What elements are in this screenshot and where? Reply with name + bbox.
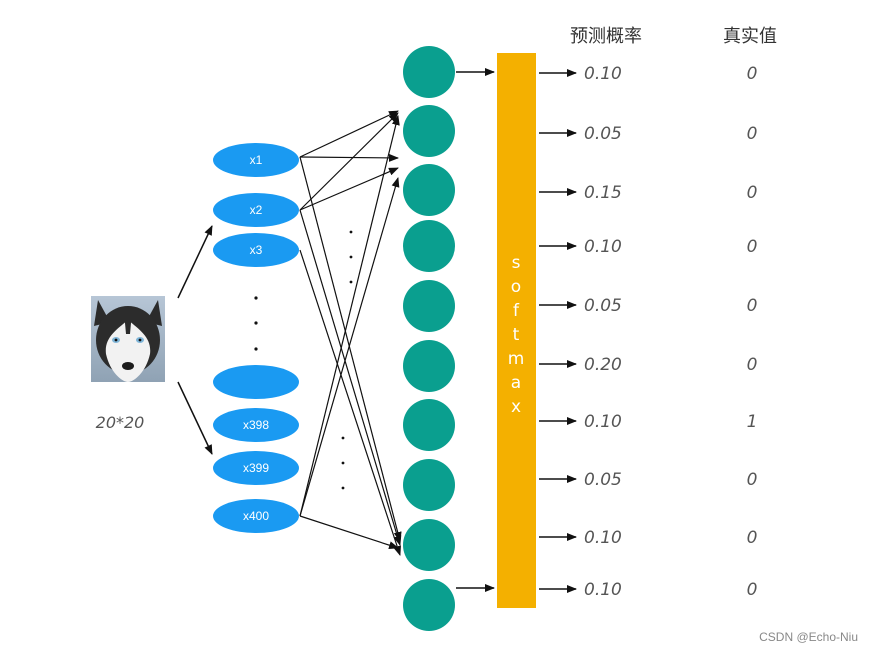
actual-value: 0 (747, 528, 758, 548)
input-node: x2 (213, 193, 299, 227)
input-layer: x1 x2 x3 x398 x399 x400 (213, 143, 299, 533)
input-node (213, 365, 299, 399)
actual-value: 0 (747, 355, 758, 375)
actual-value: 0 (747, 580, 758, 600)
actual-value: 0 (747, 64, 758, 84)
watermark: CSDN @Echo-Niu (759, 630, 858, 644)
output-rows: 0.10 0 0.05 0 0.15 0 0.10 0 0.05 0 0.20 0 0.10 1 0.05 0… (539, 64, 757, 600)
edge (299, 153, 399, 162)
actual-value: 0 (747, 124, 758, 144)
hidden-layer (403, 46, 455, 631)
softmax-letter: o (511, 277, 521, 297)
softmax-letter: t (513, 325, 520, 345)
softmax-letter: s (512, 253, 521, 273)
edge (299, 249, 401, 556)
input-size-caption: 20*20 (96, 413, 145, 432)
input-ellipsis-dots (254, 296, 258, 351)
input-node-label: x400 (243, 509, 269, 523)
edge (299, 112, 399, 211)
predicted-probability-header: 预测概率 (570, 26, 642, 47)
predicted-probability: 0.05 (584, 124, 622, 144)
predicted-probability: 0.10 (584, 528, 622, 548)
softmax-letter: m (508, 349, 525, 369)
husky-dog-photo-icon (91, 296, 165, 382)
input-node-label: x399 (243, 461, 269, 475)
predicted-probability: 0.10 (584, 237, 622, 257)
input-node: x399 (213, 451, 299, 485)
hidden-node (403, 164, 455, 216)
input-node-label: x398 (243, 418, 269, 432)
edge (299, 110, 399, 158)
edge (299, 115, 400, 517)
hidden-node (403, 459, 455, 511)
actual-value-header: 真实值 (723, 26, 777, 47)
connection-ellipsis-dots (341, 230, 353, 490)
predicted-probability: 0.10 (584, 412, 622, 432)
hidden-node (403, 340, 455, 392)
image-to-input-arrows (177, 225, 213, 455)
actual-value: 0 (747, 470, 758, 490)
predicted-probability: 0.20 (584, 355, 622, 375)
softmax-letter: x (511, 397, 521, 417)
input-node: x3 (213, 233, 299, 267)
hidden-node (403, 579, 455, 631)
hidden-node (403, 46, 455, 98)
input-node-label: x3 (250, 243, 263, 257)
hidden-node (403, 105, 455, 157)
input-node: x398 (213, 408, 299, 442)
input-node: x1 (213, 143, 299, 177)
hidden-node (403, 519, 455, 571)
softmax-letter: a (511, 373, 521, 393)
predicted-probability: 0.10 (584, 64, 622, 84)
connections-input-hidden (299, 110, 402, 556)
softmax-bar (497, 53, 536, 608)
predicted-probability: 0.05 (584, 296, 622, 316)
hidden-node (403, 280, 455, 332)
predicted-probability: 0.15 (584, 183, 622, 203)
actual-value: 0 (747, 296, 758, 316)
arrow-image-up (177, 225, 213, 299)
edge (299, 156, 402, 542)
input-node-label: x2 (250, 203, 263, 217)
hidden-node (403, 220, 455, 272)
input-node: x400 (213, 499, 299, 533)
predicted-probability: 0.10 (584, 580, 622, 600)
actual-value: 0 (747, 237, 758, 257)
predicted-probability: 0.05 (584, 470, 622, 490)
input-node-label: x1 (250, 153, 263, 167)
softmax-letter: f (513, 301, 520, 321)
edge (299, 177, 400, 517)
actual-value: 1 (747, 412, 758, 432)
edge (299, 209, 402, 546)
actual-value: 0 (747, 183, 758, 203)
edge (299, 515, 399, 550)
hidden-node (403, 399, 455, 451)
hidden-to-softmax-arrows (456, 68, 495, 592)
arrow-image-down (177, 381, 213, 455)
edge (299, 167, 399, 211)
